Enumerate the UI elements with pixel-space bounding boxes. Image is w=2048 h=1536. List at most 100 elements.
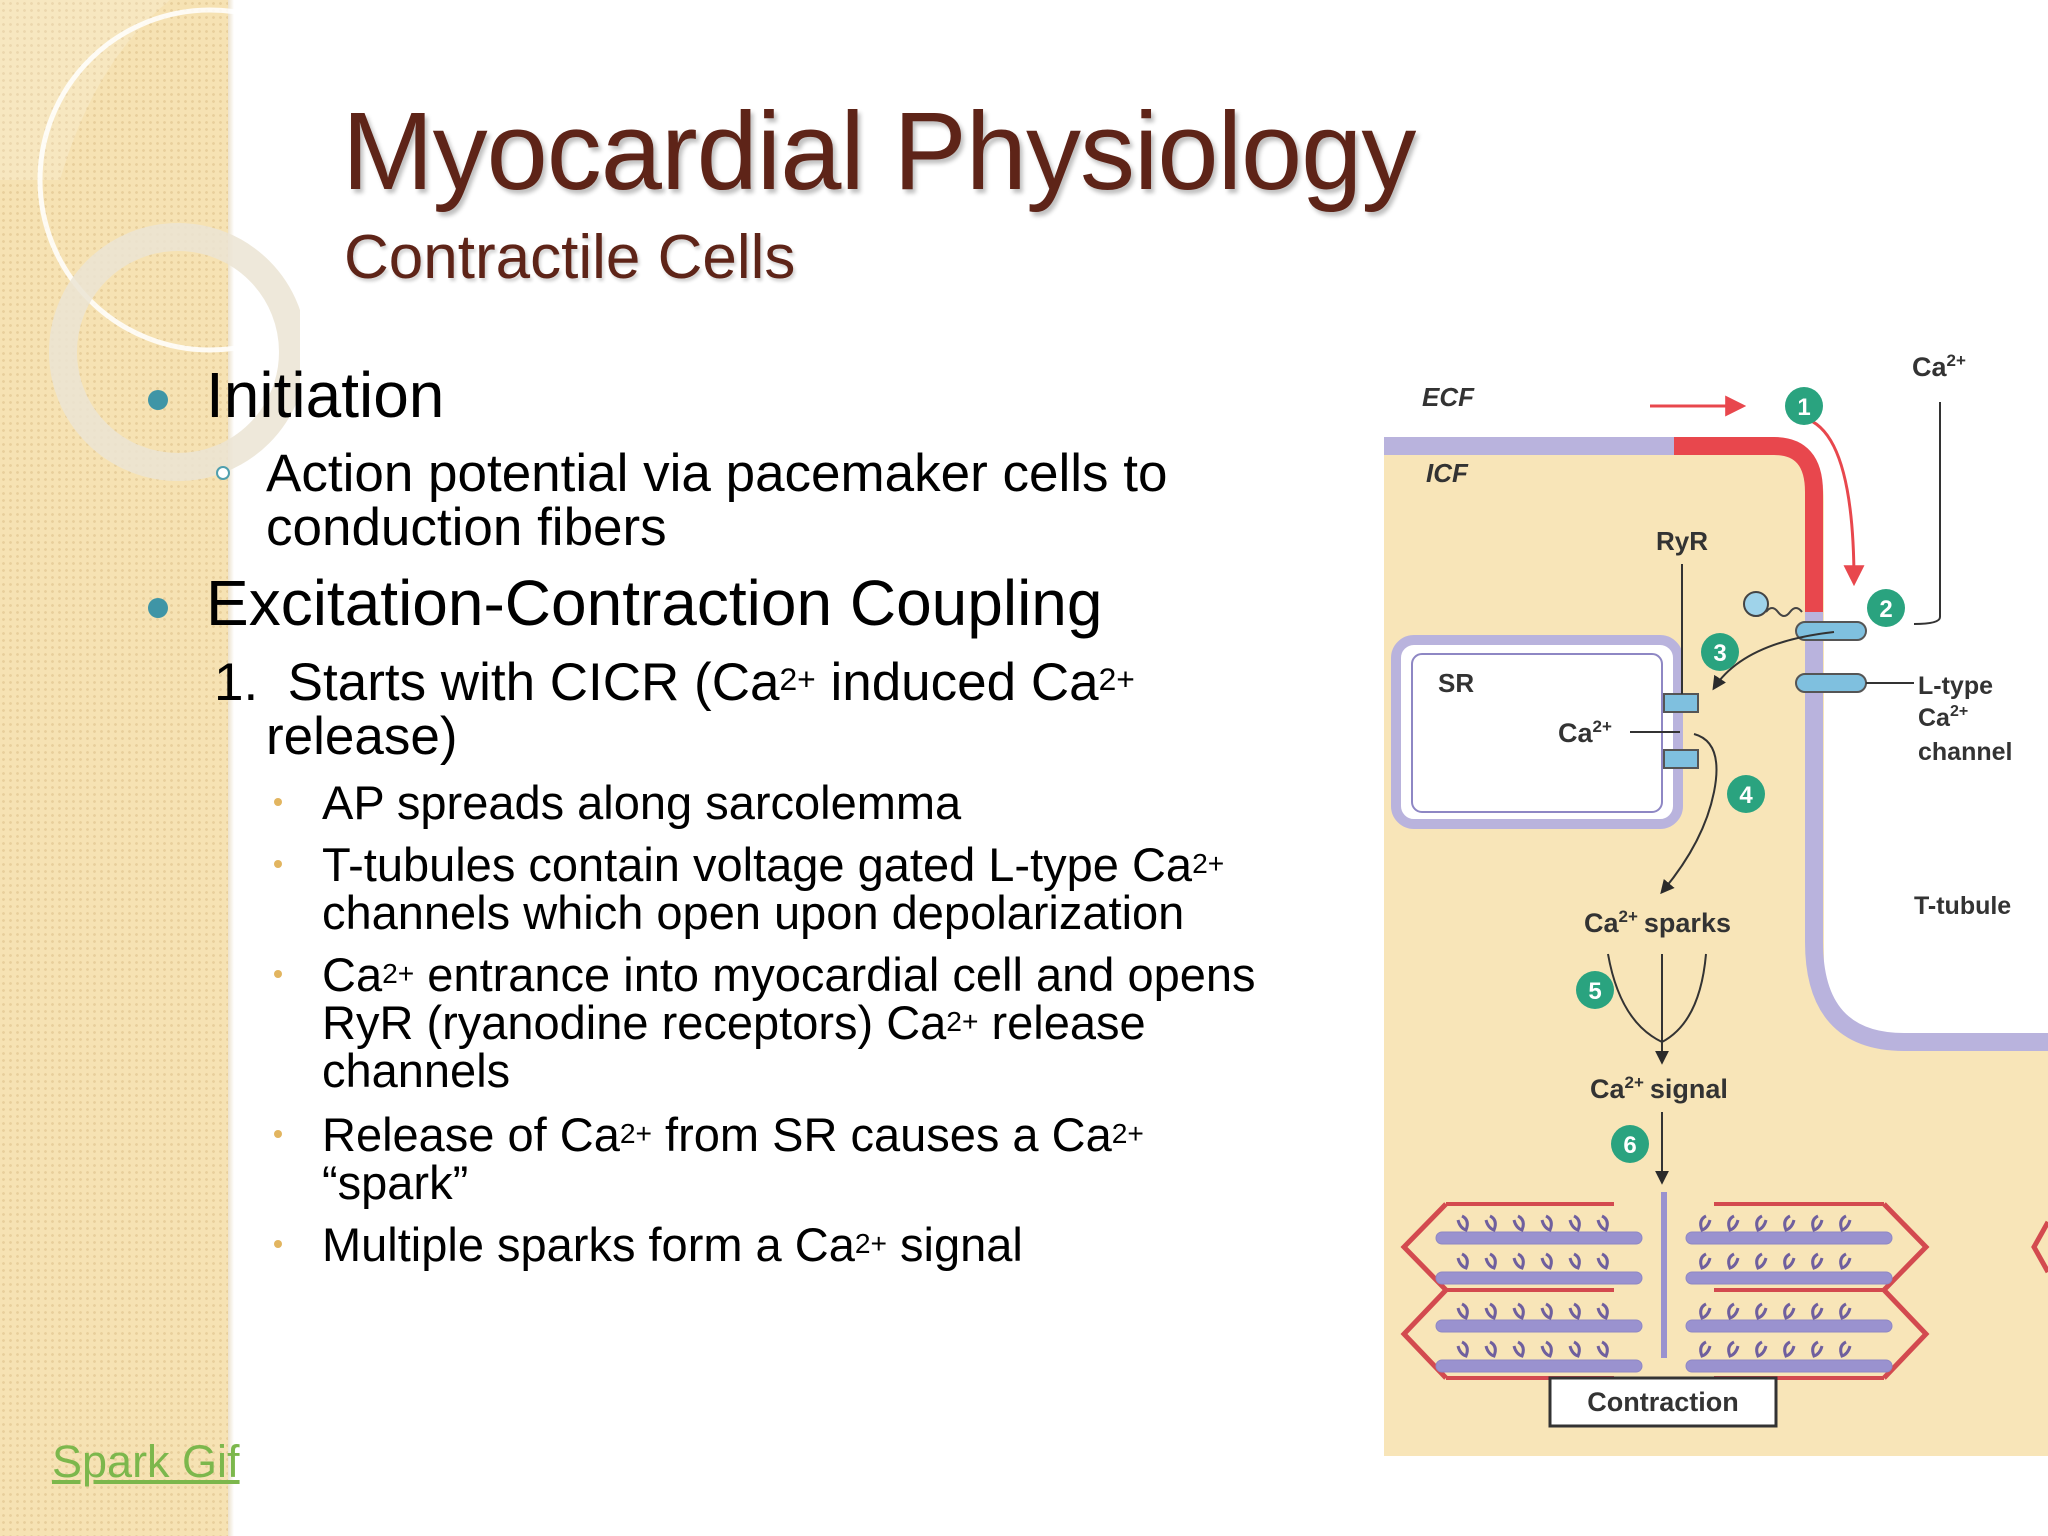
myosin-head [1839,1252,1852,1270]
step-badge-3: 3 [1701,633,1739,671]
thick-filament-right-2 [1685,1319,1893,1333]
l-type-channel-upper [1795,621,1867,641]
myosin-head [1568,1302,1581,1320]
myosin-head [1783,1214,1796,1232]
myosin-head [1811,1252,1824,1270]
myosin-head [1540,1252,1553,1270]
thick-filament-left-1 [1435,1271,1643,1285]
spark-gif-link[interactable]: Spark Gif [52,1436,240,1487]
step-badge-5: 5 [1576,971,1614,1009]
bullet-release-line2: “spark” [322,1156,469,1209]
label-sr: SR [1438,668,1474,698]
l-type-channel [1795,673,1867,693]
myosin-head [1512,1302,1525,1320]
label-ecf: ECF [1422,382,1475,412]
label-ryr: RyR [1656,526,1708,556]
bullet-small [274,1240,282,1248]
bullet-t-tubules-line2: channels which open upon depolarization [322,886,1185,939]
svg-text:5: 5 [1588,978,1601,1005]
myosin-head [1568,1252,1581,1270]
myosin-head [1811,1214,1824,1232]
depolarized-membrane [1674,437,1823,612]
contraction-box [1548,1376,1778,1428]
myosin-head [1699,1214,1712,1232]
sub-bullet-circle [216,466,230,480]
myosin-head [1755,1252,1768,1270]
label-channel: channel [1918,738,2012,766]
label-t-tubule: T-tubule [1914,892,2011,920]
z-line-edge [2031,1220,2048,1274]
myosin-head [1456,1302,1469,1320]
step1-line1: 1. Starts with CICR (Ca2+ induced Ca2+ [214,653,1135,712]
heading-ecc: Excitation-Contraction Coupling [206,567,1103,639]
myosin-head [1783,1302,1796,1320]
myosin-head [1727,1302,1740,1320]
label-ca-signal: Ca2+signal [1590,1073,1728,1104]
initiation-text-line2: conduction fibers [266,498,667,557]
myosin-head [1727,1214,1740,1232]
bullet-small [274,798,282,806]
myosin-head [1596,1214,1609,1232]
myosin-head [1727,1252,1740,1270]
myosin-head [1811,1340,1824,1358]
myosin-head [1540,1340,1553,1358]
bullet-release-line1: Release of Ca2+ from SR causes a Ca2+ [322,1108,1144,1161]
myosin-head [1699,1340,1712,1358]
svg-text:1: 1 [1797,394,1810,421]
step-badge-1: 1 [1785,387,1823,425]
thick-filament-left-3 [1435,1359,1643,1373]
bullet-ap-spreads: AP spreads along sarcolemma [322,776,962,829]
myosin-head [1456,1252,1469,1270]
t-tubule-membrane [1805,612,2048,1051]
ryr-channel [1663,693,1699,713]
myosin-head [1568,1340,1581,1358]
ryr-channel-lower [1663,749,1699,769]
svg-text:4: 4 [1739,782,1753,809]
voltage-sensor [1743,591,1769,617]
svg-text:6: 6 [1623,1132,1636,1159]
myosin-head [1699,1252,1712,1270]
myosin-head [1783,1252,1796,1270]
myosin-head [1484,1340,1497,1358]
myosin-head [1568,1214,1581,1232]
label-ca-top: Ca2+ [1912,351,1966,382]
slide-title: Myocardial Physiology [342,90,1416,213]
svg-text:2: 2 [1879,596,1892,623]
label-ca-sr: Ca2+ [1558,717,1612,748]
bullet-multiple-sparks: Multiple sparks form a Ca2+ signal [322,1218,1023,1271]
bullet-ca-entrance-line3: channels [322,1044,511,1097]
myosin-head [1755,1302,1768,1320]
thick-filament-left-0 [1435,1231,1643,1245]
bullet-t-tubules-line1: T-tubules contain voltage gated L-type C… [322,838,1225,891]
myosin-head [1755,1340,1768,1358]
myosin-head [1755,1214,1768,1232]
thick-filament-right-1 [1685,1271,1893,1285]
myosin-head [1727,1340,1740,1358]
myosin-head [1484,1302,1497,1320]
myosin-head [1783,1340,1796,1358]
label-ca-sparks: Ca2+sparks [1584,907,1731,938]
ecc-diagram: 1 2 3 4 5 6 ECF ICF Ca2+ RyR SR Ca2+ L-t… [1384,342,2048,1456]
bullet-small [274,860,282,868]
myosin-head [1596,1340,1609,1358]
thick-filament-left-2 [1435,1319,1643,1333]
label-l-type: L-type [1918,672,1993,700]
bullet-small [274,1130,282,1138]
bullet-dot [148,390,168,410]
myosin-head [1456,1340,1469,1358]
myosin-head [1512,1214,1525,1232]
bullet-ca-entrance-line2: RyR (ryanodine receptors) Ca2+ release [322,996,1146,1049]
myosin-head [1540,1302,1553,1320]
myosin-head [1512,1252,1525,1270]
label-icf: ICF [1426,458,1469,488]
heading-initiation: Initiation [206,359,445,431]
myosin-head [1540,1214,1553,1232]
decorative-band-edge [228,0,234,1536]
step-badge-6: 6 [1611,1125,1649,1163]
myosin-head [1839,1214,1852,1232]
myosin-head [1699,1302,1712,1320]
myosin-head [1596,1302,1609,1320]
svg-text:3: 3 [1713,640,1726,667]
bullet-dot [148,598,168,618]
decorative-left-band [0,0,228,1536]
